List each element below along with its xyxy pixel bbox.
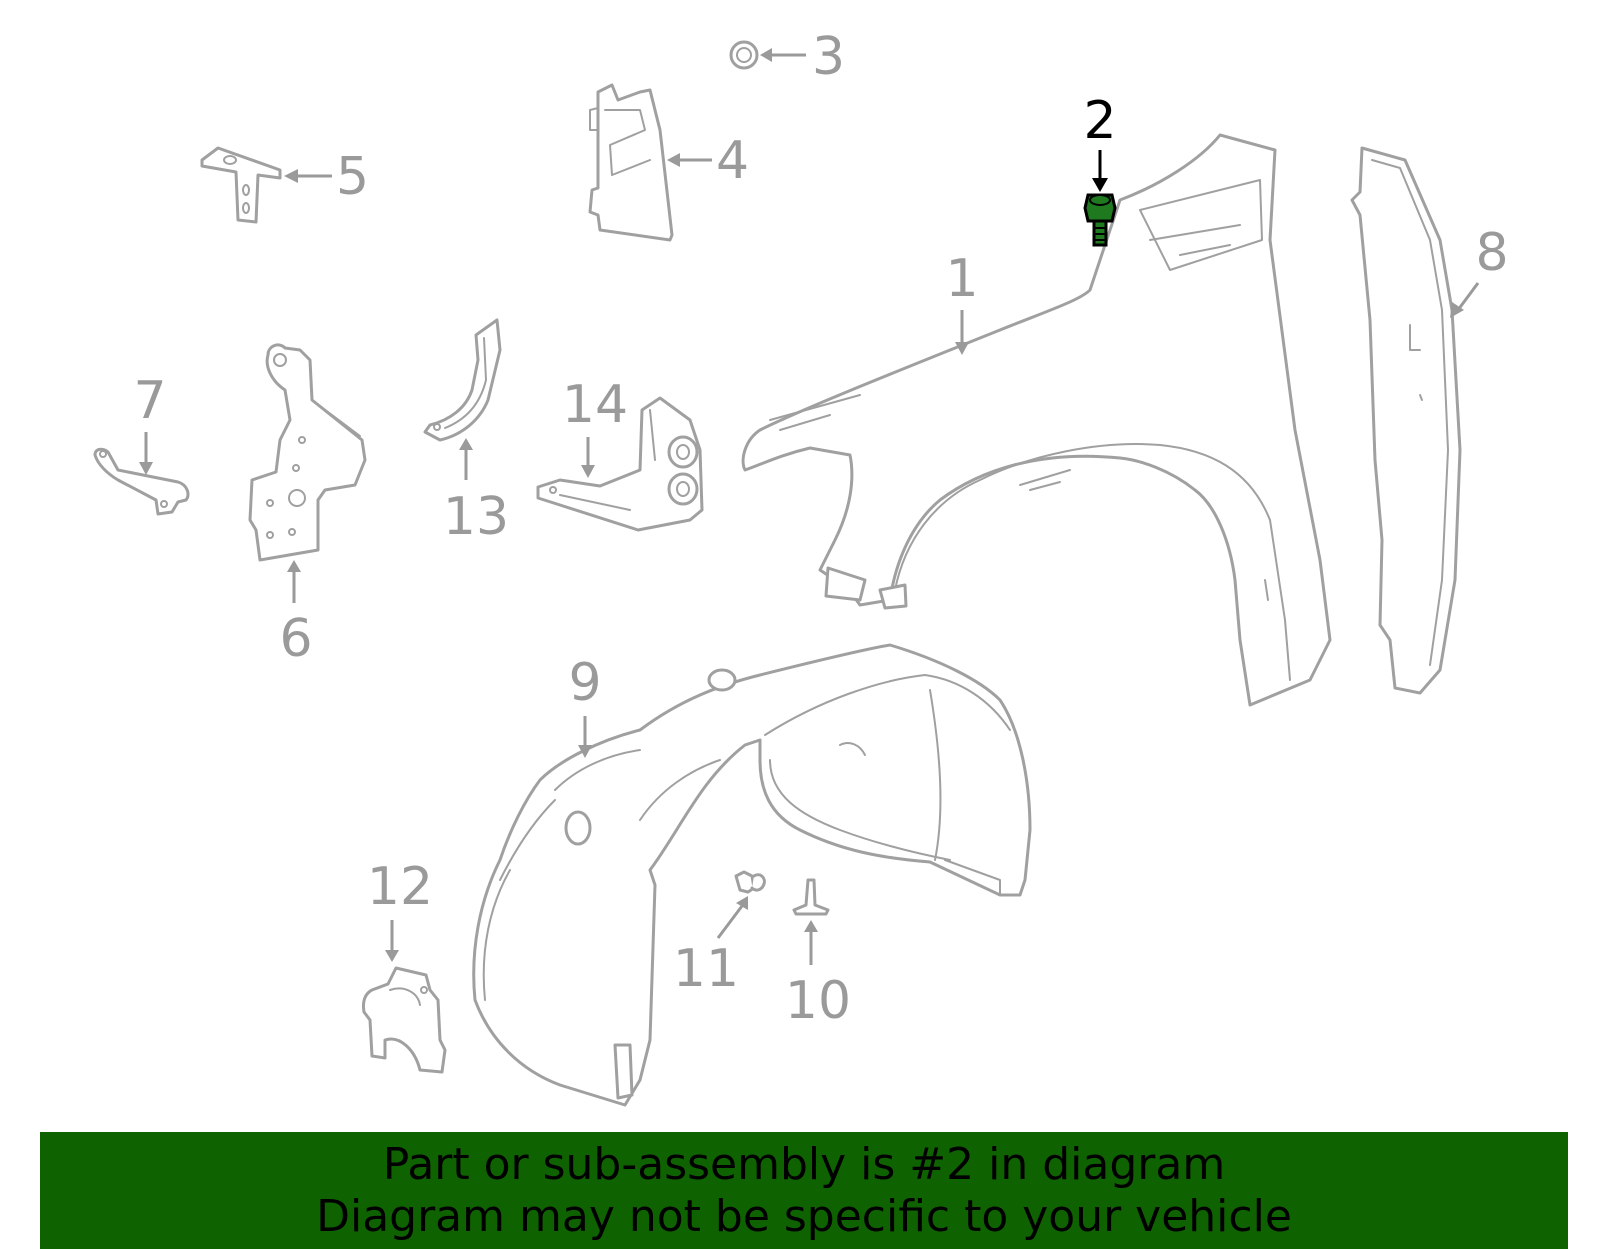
callout-13: 13 [443, 487, 509, 547]
part-12-bracket[interactable] [362, 966, 447, 1074]
callout-labels: 1 2 3 4 5 6 7 8 9 10 11 12 13 14 [133, 27, 1508, 1031]
part-8-seal[interactable] [1350, 146, 1462, 695]
callout-1: 1 [945, 249, 978, 309]
part-14-mount[interactable] [536, 396, 704, 532]
callout-4: 4 [716, 131, 749, 191]
part-9-liner[interactable] [472, 643, 1032, 1107]
part-5-bracket[interactable] [200, 146, 282, 224]
callout-11: 11 [673, 939, 739, 999]
callout-10: 10 [785, 971, 851, 1031]
part-10-pin[interactable] [792, 878, 830, 916]
callout-6: 6 [279, 609, 312, 669]
part-3-plug[interactable] [729, 40, 759, 70]
callout-14: 14 [562, 375, 628, 435]
callout-9: 9 [568, 653, 601, 713]
part-7-rod[interactable] [93, 447, 190, 516]
callout-2: 2 [1083, 91, 1116, 151]
callout-8: 8 [1475, 223, 1508, 283]
info-banner: Part or sub-assembly is #2 in diagram Di… [40, 1132, 1568, 1249]
banner-line-1: Part or sub-assembly is #2 in diagram [382, 1138, 1226, 1190]
part-11-clip[interactable] [734, 870, 766, 894]
part-2-bolt[interactable] [1083, 193, 1117, 247]
part-13-strap[interactable] [423, 318, 502, 442]
callout-3: 3 [812, 27, 845, 87]
leader-lines [139, 48, 1480, 965]
banner-line-2: Diagram may not be specific to your vehi… [316, 1190, 1292, 1242]
callout-5: 5 [336, 147, 369, 207]
callout-12: 12 [367, 857, 433, 917]
part-6-plate[interactable] [248, 343, 367, 562]
part-1-fender[interactable] [741, 133, 1332, 707]
part-4-bracket[interactable] [588, 83, 674, 242]
callout-7: 7 [133, 371, 166, 431]
